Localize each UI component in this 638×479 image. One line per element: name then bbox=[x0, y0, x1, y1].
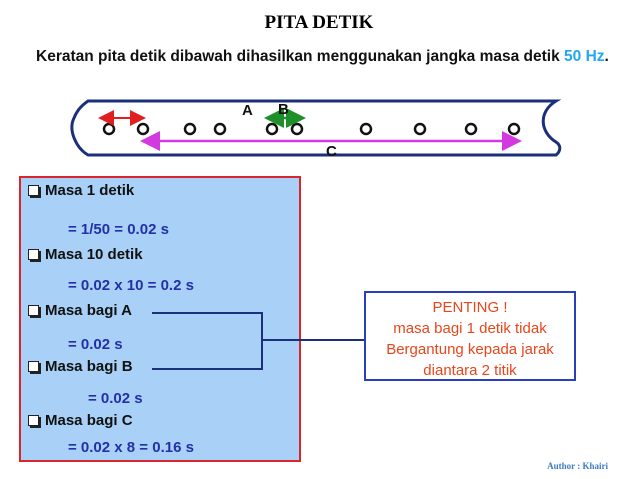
item-answer: = 0.02 x 10 = 0.2 s bbox=[68, 277, 194, 294]
checkbox-bullet-icon bbox=[28, 361, 39, 372]
checkbox-bullet-icon bbox=[28, 305, 39, 316]
checkbox-bullet-icon bbox=[28, 249, 39, 260]
ticker-tape-diagram: A B C bbox=[70, 99, 562, 160]
note-box: PENTING ! masa bagi 1 detik tidak Bergan… bbox=[364, 291, 576, 381]
page-title: PITA DETIK bbox=[264, 12, 374, 33]
item-answer: = 0.02 s bbox=[88, 390, 143, 407]
item-heading: Masa 10 detik bbox=[45, 246, 143, 263]
item-masa-1-detik: Masa 1 detik bbox=[28, 182, 134, 199]
explanation-box bbox=[19, 176, 301, 462]
note-line-4: diantara 2 titik bbox=[423, 362, 517, 379]
checkbox-bullet-icon bbox=[28, 185, 39, 196]
label-c: C bbox=[326, 143, 337, 160]
item-answer: = 1/50 = 0.02 s bbox=[68, 221, 169, 238]
item-answer: = 0.02 x 8 = 0.16 s bbox=[68, 439, 194, 456]
item-masa-10-detik: Masa 10 detik bbox=[28, 246, 143, 263]
tape-outline bbox=[70, 99, 562, 157]
item-masa-bagi-b: Masa bagi B bbox=[28, 358, 133, 375]
author-credit: Author : Khairi bbox=[547, 461, 608, 471]
note-line-1: PENTING ! bbox=[432, 299, 508, 316]
label-a: A bbox=[242, 102, 253, 119]
item-heading: Masa bagi B bbox=[45, 358, 133, 375]
item-heading: Masa bagi A bbox=[45, 302, 132, 319]
intro-text-end: . bbox=[604, 48, 609, 65]
item-heading: Masa bagi C bbox=[45, 412, 133, 429]
item-heading: Masa 1 detik bbox=[45, 182, 135, 199]
note-line-2: masa bagi 1 detik tidak bbox=[393, 320, 547, 337]
frequency-highlight: 50 Hz bbox=[564, 48, 605, 65]
item-answer: = 0.02 s bbox=[68, 336, 123, 353]
label-b: B bbox=[278, 101, 289, 118]
item-masa-bagi-c: Masa bagi C bbox=[28, 412, 133, 429]
checkbox-bullet-icon bbox=[28, 415, 39, 426]
item-masa-bagi-a: Masa bagi A bbox=[28, 302, 132, 319]
intro-text-main: Keratan pita detik dibawah dihasilkan me… bbox=[36, 48, 565, 65]
intro-text: Keratan pita detik dibawah dihasilkan me… bbox=[36, 46, 616, 68]
note-line-3: Bergantung kepada jarak bbox=[386, 341, 554, 358]
